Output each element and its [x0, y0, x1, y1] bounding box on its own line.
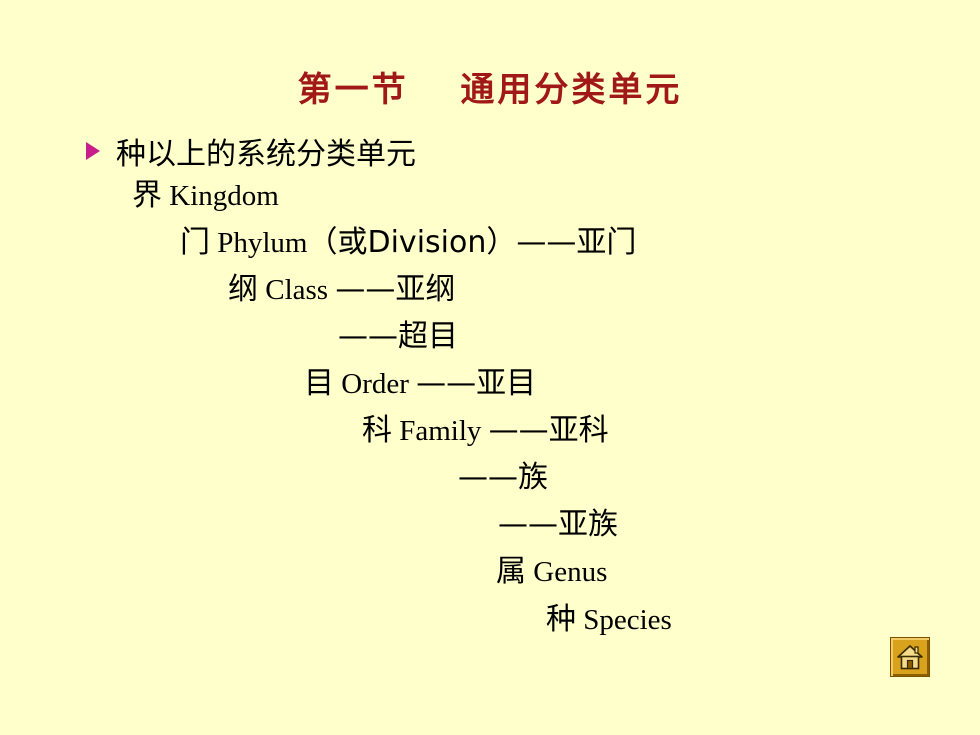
rank-zh: 门 [180, 225, 210, 260]
rank-zh: 种 [546, 602, 576, 637]
rank-en: Phylum [210, 227, 308, 259]
rank-suffix: （或Division）——亚门 [307, 225, 637, 260]
rank-subtribe: ——亚族 [498, 505, 618, 545]
rank-superorder: ——超目 [338, 317, 458, 357]
rank-suffix: ——亚目 [416, 366, 537, 401]
rank-en: Kingdom [162, 180, 279, 212]
rank-en: Genus [526, 556, 608, 588]
rank-suffix: ——族 [458, 460, 548, 495]
rank-zh: 科 [362, 413, 392, 448]
rank-suffix: ——超目 [338, 319, 458, 354]
home-icon [897, 645, 923, 670]
rank-en: Order [334, 368, 417, 400]
rank-zh: 目 [304, 366, 334, 401]
bullet-item: 种以上的系统分类单元 [86, 131, 416, 172]
rank-zh: 界 [132, 178, 162, 213]
rank-family: 科 Family ——亚科 [362, 411, 609, 451]
rank-en: Class [258, 274, 336, 306]
rank-zh: 属 [496, 554, 526, 589]
rank-tribe: ——族 [458, 458, 548, 498]
rank-zh: 纲 [228, 272, 258, 307]
slide-title: 第一节 通用分类单元 [297, 70, 683, 110]
rank-class: 纲 Class ——亚纲 [228, 270, 455, 310]
rank-genus: 属 Genus [496, 552, 607, 592]
rank-suffix: ——亚科 [488, 413, 609, 448]
bullet-text: 种以上的系统分类单元 [116, 137, 416, 172]
rank-suffix: ——亚族 [498, 507, 618, 542]
rank-species: 种 Species [546, 600, 672, 640]
rank-kingdom: 界 Kingdom [132, 176, 279, 216]
arrow-bullet-icon [86, 142, 100, 160]
rank-en: Family [392, 415, 489, 447]
rank-en: Species [576, 604, 672, 636]
home-button[interactable] [890, 637, 930, 677]
rank-suffix: ——亚纲 [335, 272, 456, 307]
rank-phylum: 门 Phylum（或Division）——亚门 [180, 223, 636, 263]
rank-order: 目 Order ——亚目 [304, 364, 536, 404]
